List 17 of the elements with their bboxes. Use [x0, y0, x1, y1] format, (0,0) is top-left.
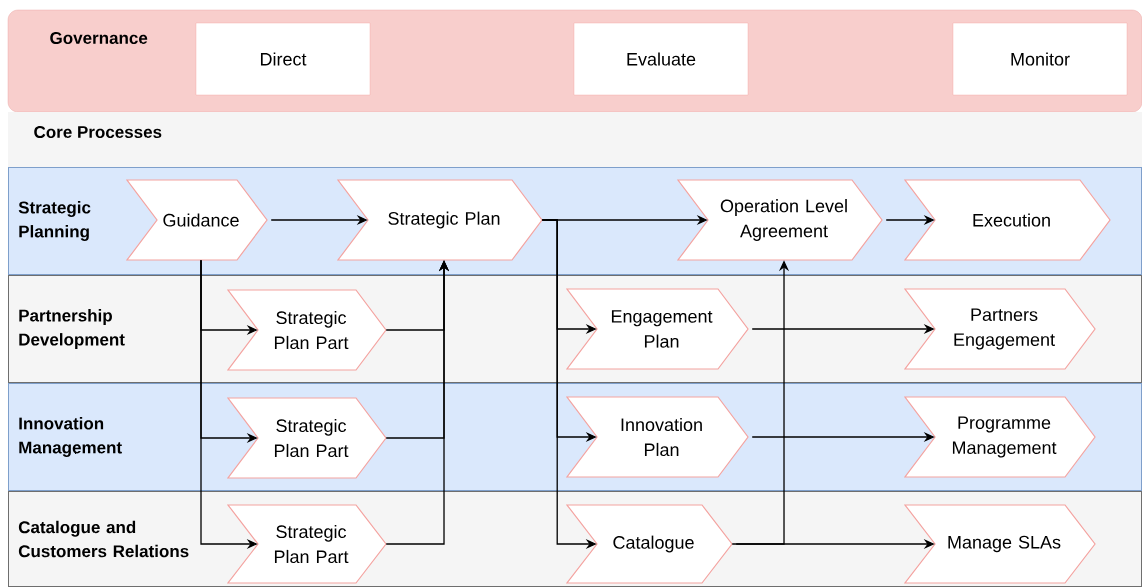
process-step: Strategic Plan — [336, 179, 543, 261]
process-step: Partners Engagement — [903, 288, 1096, 370]
process-step: Programme Management — [903, 396, 1096, 478]
activity-box: Evaluate — [573, 22, 749, 96]
activity-box: Monitor — [952, 22, 1128, 96]
core-processes-area: Core Processes — [8, 112, 1142, 167]
process-step: Operation Level Agreement — [676, 179, 883, 261]
process-step: Guidance — [125, 179, 268, 261]
process-step: Execution — [903, 179, 1111, 261]
process-step: Innovation Plan — [565, 396, 749, 478]
process-step: Catalogue — [565, 504, 733, 584]
activity-box: Direct — [195, 22, 371, 96]
process-step: Strategic Plan Part — [226, 504, 387, 584]
process-step: Strategic Plan Part — [226, 397, 387, 479]
process-step: Strategic Plan Part — [226, 289, 387, 371]
process-step: Manage SLAs — [903, 504, 1096, 584]
process-step: Engagement Plan — [565, 288, 749, 370]
